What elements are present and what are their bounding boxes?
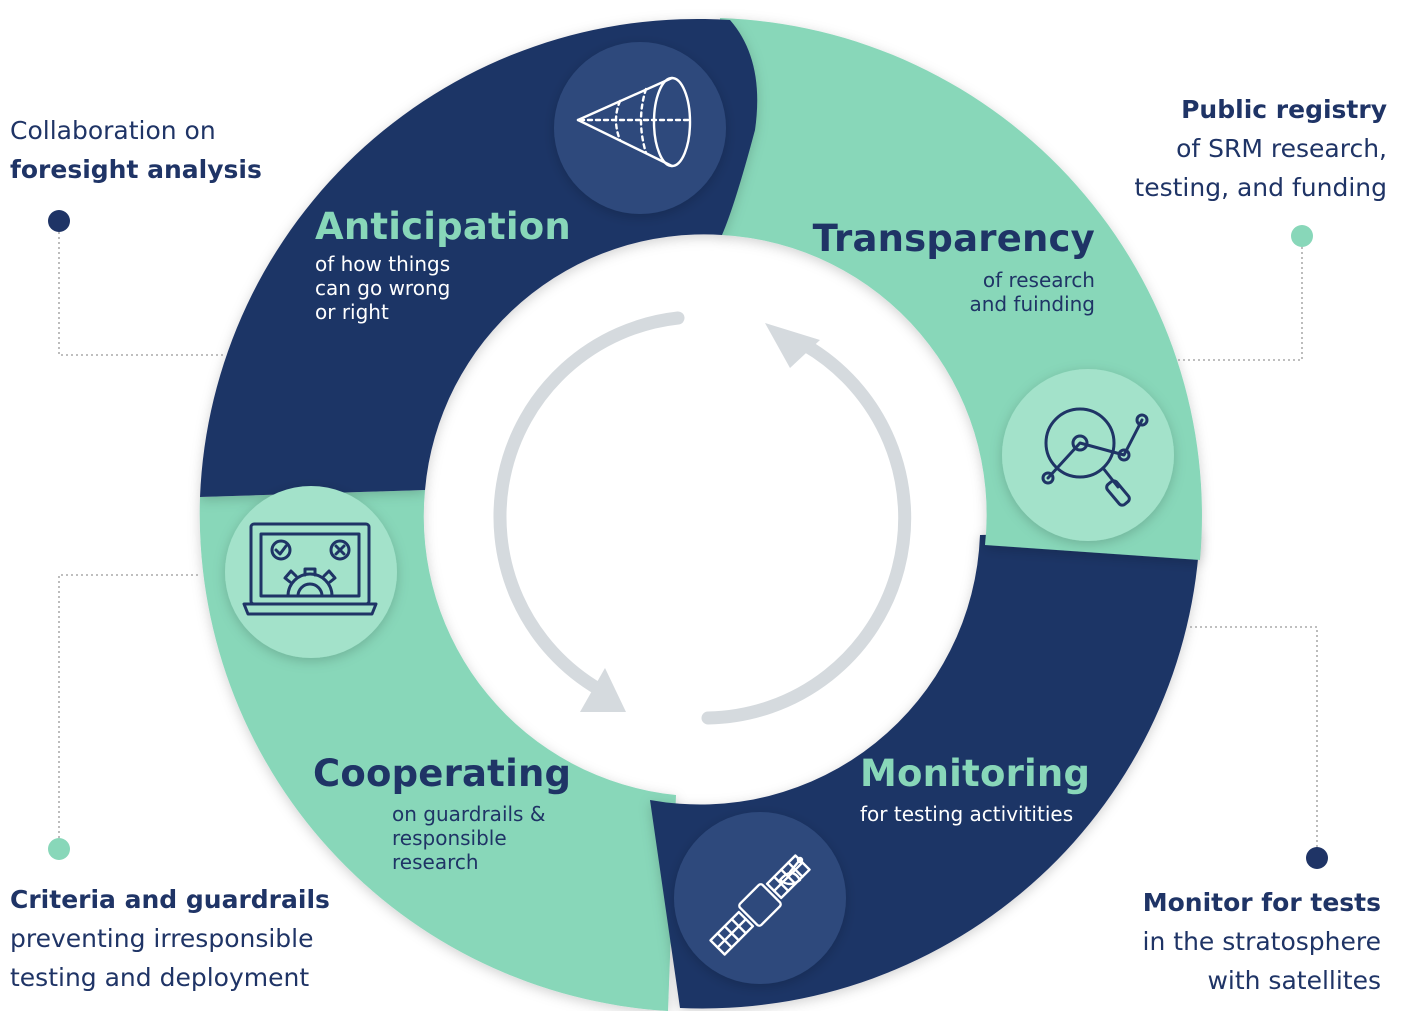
note-foresight-line2: foresight analysis <box>10 155 262 184</box>
note-monitor-line1: Monitor for tests <box>1142 888 1381 917</box>
note-registry-line2: of SRM research, <box>1176 134 1387 163</box>
transparency-icon-bg <box>1002 369 1174 541</box>
segment-title-anticipation: Anticipation <box>315 205 571 248</box>
segment-desc-monitoring: for testing activitities <box>860 802 1073 826</box>
anticipation-icon-bg <box>554 42 726 214</box>
note-registry-line3: testing, and funding <box>1134 173 1387 202</box>
connector-bottom-left <box>48 574 200 860</box>
connector-top-right <box>1175 225 1313 361</box>
note-registry: Public registry of SRM research, testing… <box>1134 90 1387 207</box>
segment-desc-cooperating: on guardrails & responsible research <box>392 802 545 874</box>
segment-desc-transparency: of research and fuinding <box>969 268 1095 316</box>
cooperating-desc-line1: on guardrails & <box>392 802 546 826</box>
cone-icon <box>576 76 692 168</box>
anticipation-desc-line2: can go wrong <box>315 276 451 300</box>
transparency-desc-line2: and fuinding <box>969 292 1095 316</box>
laptop-gear-icon <box>242 522 378 616</box>
note-guardrails-line2: preventing irresponsible <box>10 924 314 953</box>
note-registry-line1: Public registry <box>1181 95 1387 124</box>
note-guardrails-line1: Criteria and guardrails <box>10 885 330 914</box>
note-monitor-line3: with satellites <box>1207 966 1381 995</box>
connector-bottom-right <box>1190 626 1328 869</box>
segment-title-transparency: Transparency <box>812 217 1095 260</box>
segment-title-monitoring: Monitoring <box>860 752 1091 795</box>
cooperating-desc-line3: research <box>392 850 479 874</box>
cooperating-desc-line2: responsible <box>392 826 507 850</box>
note-foresight-line1: Collaboration on <box>10 116 216 145</box>
segment-desc-anticipation: of how things can go wrong or right <box>315 252 450 324</box>
monitoring-desc-line1: for testing activitities <box>860 802 1074 826</box>
satellite-icon <box>709 854 811 956</box>
note-guardrails-line3: testing and deployment <box>10 963 310 992</box>
transparency-desc-line1: of research <box>982 268 1095 292</box>
connector-top-left <box>48 210 225 356</box>
note-monitor: Monitor for tests in the stratosphere wi… <box>1143 883 1381 1000</box>
monitoring-icon-bg <box>674 812 846 984</box>
note-foresight: Collaboration on foresight analysis <box>10 111 262 189</box>
cycle-arrow-left-head <box>580 668 626 712</box>
magnifier-chart-icon <box>1041 407 1149 507</box>
cycle-arrow-right <box>701 338 912 725</box>
note-monitor-line2: in the stratosphere <box>1142 927 1381 956</box>
anticipation-desc-line1: of how things <box>315 252 451 276</box>
segment-title-cooperating: Cooperating <box>313 752 572 795</box>
cycle-arrow-left <box>493 311 685 697</box>
anticipation-desc-line3: or right <box>315 300 389 324</box>
note-guardrails: Criteria and guardrails preventing irres… <box>10 880 330 997</box>
cycle-arrow-right-head <box>765 323 820 368</box>
